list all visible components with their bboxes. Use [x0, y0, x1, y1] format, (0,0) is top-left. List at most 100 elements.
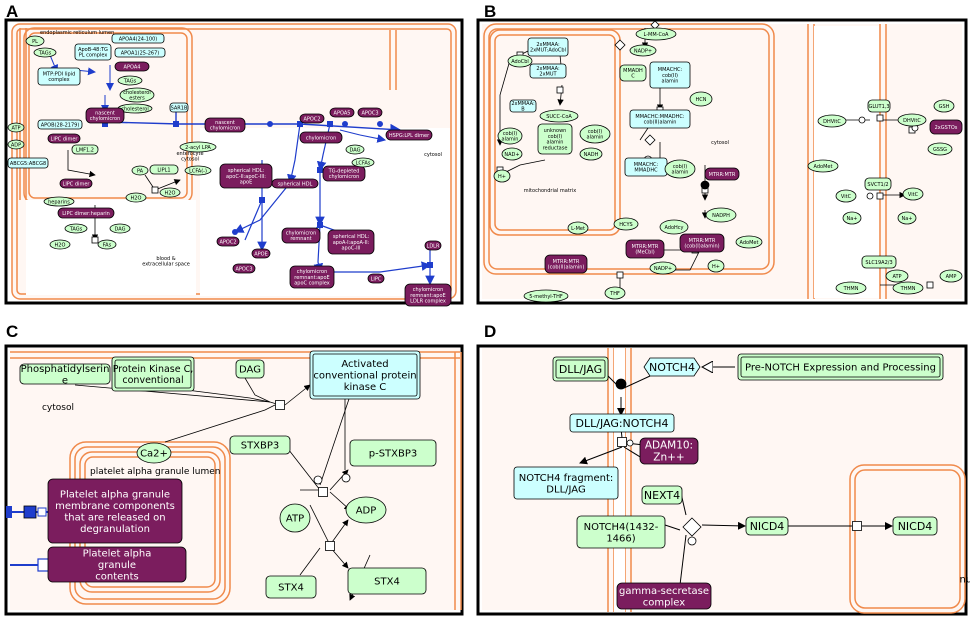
node-b-thmn2-label: THMN — [900, 286, 916, 292]
node-d-dll-notch4-label: DLL/JAG:NOTCH4 — [576, 417, 669, 430]
node-b-glut-shape — [867, 99, 891, 113]
node-c-pstxbp3-label: p-STXBP3 — [369, 449, 418, 460]
node-a-plPL: PL — [25, 35, 45, 47]
node-a-cytosol: cytosol — [424, 152, 442, 158]
node-c-stx4b-label: STX4 — [374, 577, 400, 588]
node-a-tags3-shape — [64, 223, 88, 234]
catalysis-marker — [341, 473, 351, 483]
node-b-cob2-shape — [497, 127, 523, 145]
node-b-nadh: NADH — [579, 147, 603, 161]
node-b-mmachc-cob: MMACHC:cob(II)alamin — [649, 61, 691, 89]
edge — [359, 134, 387, 143]
catalysis-marker — [342, 121, 348, 127]
node-a-acyl-lpa: 2-acyl LPA — [179, 141, 217, 153]
node-b-vitc1: VitC — [835, 189, 857, 203]
node-a-apob2179-shape — [37, 119, 83, 130]
node-a-sph-hdl1-shape — [219, 163, 273, 189]
node-b-adomet2-label: AdoMet — [814, 164, 833, 170]
node-b-nadph: NADPH — [705, 207, 737, 223]
node-b-cytosol-label: cytosol — [711, 140, 729, 146]
node-b-mtrr-mtr-cob: MTRR:MTR(cob(I)alamin) — [679, 233, 725, 253]
node-c-pkc-label: Protein Kinase C,conventional — [113, 364, 194, 386]
node-b-cob1-shape — [579, 124, 611, 144]
node-a-pa-shape — [131, 165, 149, 176]
node-b-thmn2-shape — [892, 281, 924, 295]
node-c-lumen: platelet alpha granule lumen — [90, 467, 220, 477]
binding-complex-marker — [615, 378, 627, 390]
node-a-sph-hdl1: spherical HDL:apoC-II:apoC-III:apoE — [219, 163, 273, 189]
node-a-abcg-shape — [7, 157, 49, 169]
node-b-cytosol: cytosol — [711, 140, 729, 146]
node-c-stxbp3: STXBP3 — [229, 435, 291, 455]
node-c-pkc: Protein Kinase C,conventional — [111, 356, 195, 392]
node-d-notch4-1432-label: NOTCH4(1432-1466) — [584, 522, 659, 545]
node-d-next4-label: NEXT4 — [644, 489, 680, 502]
node-b-amp: AMP — [939, 269, 963, 283]
node-a-adp-shape — [7, 139, 25, 150]
node-a-h2o-1-shape — [125, 192, 147, 203]
node-c-contents-shape — [47, 546, 187, 583]
node-b-thmn2: THMN — [892, 281, 924, 295]
reaction-node — [297, 121, 303, 127]
node-a-ldlr-shape — [424, 240, 442, 251]
node-b-mmachc-mmadhc-cob-shape — [629, 109, 691, 129]
panel-b-mito-outer-inner — [488, 28, 770, 270]
node-c-stx4a-shape — [265, 575, 317, 599]
node-c-atp-shape — [279, 503, 311, 533]
node-a-apoc3-2-shape — [232, 263, 256, 274]
panel-c-frame — [4, 344, 464, 616]
node-a-apoa1-shape — [114, 47, 166, 58]
node-b-mma1-shape — [527, 37, 569, 57]
node-b-gssg-shape — [927, 142, 953, 156]
node-a-apoe-shape — [251, 248, 271, 259]
node-b-cob1-label: cob(I)alamin — [587, 129, 604, 141]
node-d-next4: NEXT4 — [641, 485, 683, 505]
node-a-lipc-dimer-label: LIPC dimer — [51, 136, 79, 142]
node-b-adohcy-label: AdoHcy — [664, 225, 683, 231]
node-b-mma3-label: 2xMMAA:B — [511, 101, 535, 113]
node-b-mma3-shape — [509, 99, 537, 113]
node-b-mmachc-mmadhc: MMACHC:MMADHC — [624, 157, 668, 177]
node-a-apoa4: APOA4 — [114, 61, 150, 72]
panel-b-mito-outer — [483, 23, 775, 275]
reaction-node — [151, 186, 159, 194]
node-a-apoa4-100-shape — [111, 33, 165, 44]
node-d-adam10: ADAM10:Zn++ — [639, 437, 699, 465]
node-d-dll: DLL/JAG — [552, 356, 609, 382]
node-a-lmf: LMF1,2 — [71, 144, 99, 155]
node-b-slc-label: SLC19A2/3 — [865, 260, 892, 266]
node-b-matrix: mitochondrial matrix — [524, 188, 576, 194]
node-a-apoa4-100-label: APOA4(24-100) — [119, 36, 158, 42]
node-b-succ: SUCC-CoA — [539, 109, 579, 123]
node-b-svct: SVCT1/2 — [864, 177, 892, 191]
node-a-h2o-2: H2O — [159, 187, 181, 198]
catalysis-marker — [687, 536, 697, 546]
node-d-gamma-shape — [616, 582, 712, 610]
panel-a-letter: A — [6, 2, 19, 21]
node-a-atp-label: ATP — [11, 125, 20, 131]
node-b-adomet2-shape — [807, 159, 839, 173]
node-a-blood-label: blood &extracellular space — [142, 256, 190, 268]
node-a-lipc: LIPC — [367, 273, 385, 284]
node-a-plPL-label: PL — [32, 39, 38, 45]
node-a-apob48-complex-shape — [74, 43, 112, 61]
node-d-notch4-shape — [643, 357, 701, 377]
node-a-lipc-label: LIPC — [371, 276, 382, 282]
node-a-lipc-shape — [367, 273, 385, 284]
panel-b-mito-matrix — [489, 29, 621, 236]
node-b-amp-label: AMP — [946, 274, 957, 280]
node-a-pa-label: PA — [137, 168, 144, 174]
node-d-nucl-label: nucl — [960, 575, 970, 586]
node-d-nicd4a-label: NICD4 — [750, 520, 785, 533]
node-a-apoa1: APOA1(25-267) — [114, 47, 166, 58]
node-a-sph-hdl3-label: spherical HDL:apoA-I:apoA-II:apoC-III — [333, 234, 370, 252]
node-a-tags2-shape — [117, 75, 143, 86]
